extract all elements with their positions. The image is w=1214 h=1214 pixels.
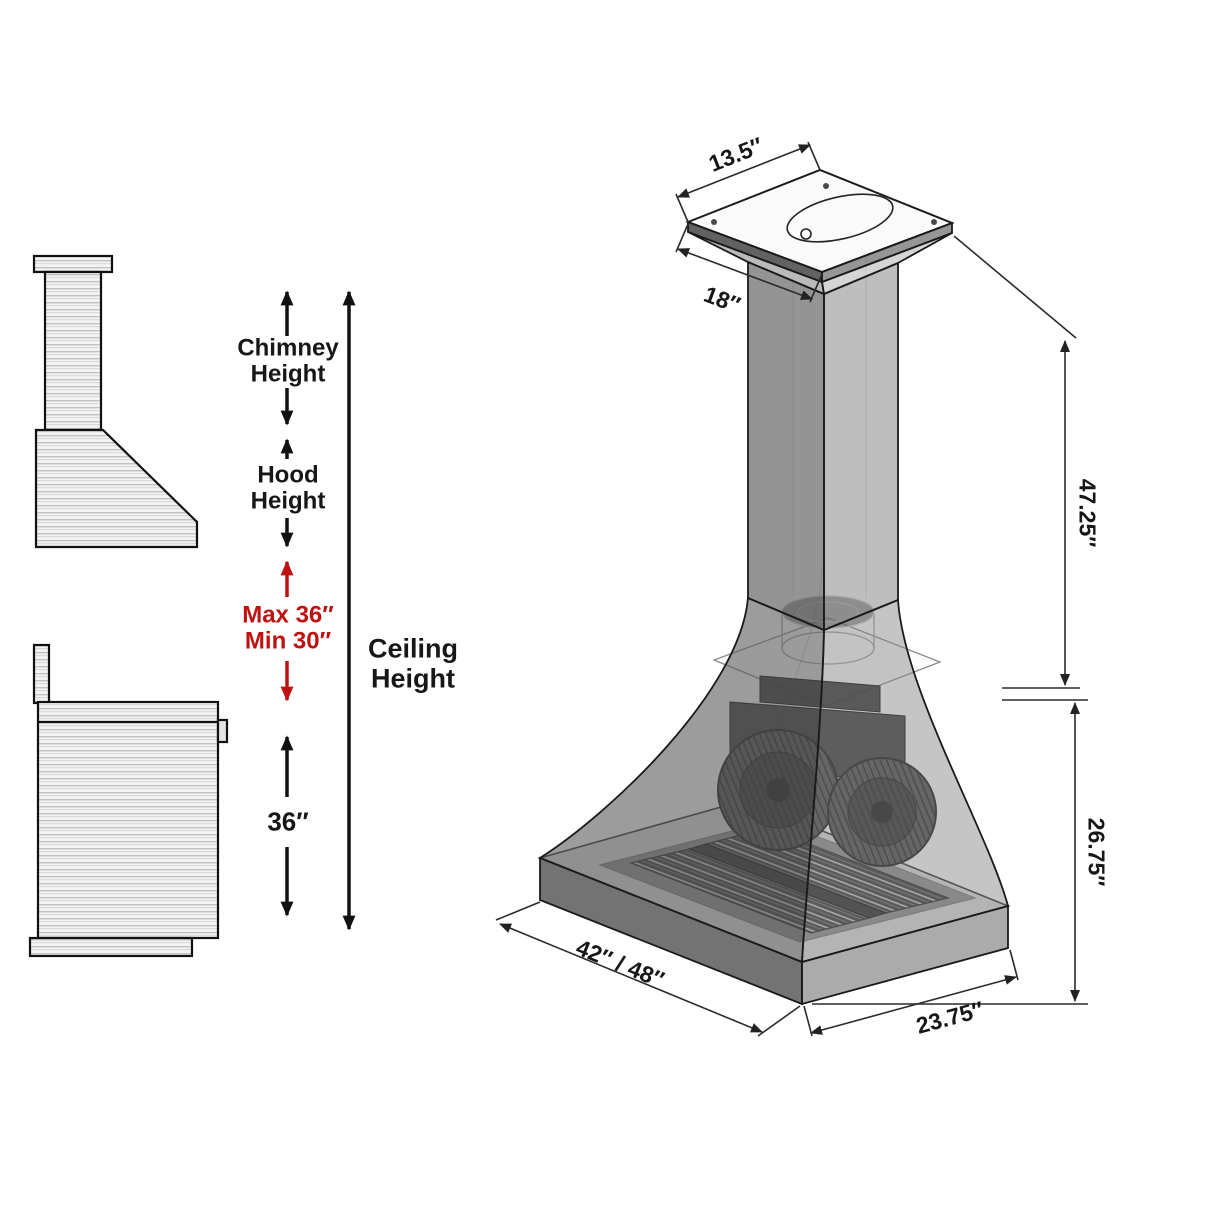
ceiling-plate-edge-right [821,221,953,284]
screw-hole [823,183,829,189]
ext-line [675,193,689,223]
range-backguard [32,643,51,705]
ext-line [807,141,821,171]
right-dimension-lines [495,141,1088,1037]
range-to-hood-label: 36″ [267,806,309,837]
ceiling-plate-top [685,168,955,274]
chimney-left-face [747,260,825,632]
dim-line-depth [810,975,1017,1035]
range-body [36,700,220,940]
ext-line [757,1005,801,1037]
mounting-range-label: Max 36″ Min 30″ [242,601,334,655]
ext-line [803,1005,813,1037]
ceiling-plate-vent-hole [786,193,894,243]
hood-3d-shell [538,168,1010,1006]
hood-chimney [43,270,103,432]
bell-right-face [801,598,1010,964]
vent-hole-ellipse [786,193,894,243]
chimney-height-label: Chimney Height [237,334,339,388]
screw-hole [931,219,937,225]
hood-body [34,428,199,549]
dim-line-width [499,923,763,1033]
dim-line-top-width [677,248,813,300]
ext-line [953,235,1077,339]
ext-line [1009,949,1019,981]
hood-chimney-cap [32,254,114,274]
dim-line-top-depth [677,144,811,198]
ceiling-plate-screw-holes [711,183,937,225]
side-view-range-illustration [28,643,229,958]
side-view-hood-illustration [32,254,199,549]
hood-body-height-label: 26.75″ [1083,817,1110,887]
hood-height-label: Hood Height [250,461,326,515]
ext-line [495,901,541,921]
blower-wheel-right-hub [871,801,893,823]
range-base [28,936,194,958]
ext-line [675,223,689,253]
chimney-right-face [823,261,899,632]
ceiling-height-label: Ceiling Height [367,633,458,693]
vent-hole-notch [800,228,812,240]
upper-section-height-label: 47.25″ [1074,478,1101,548]
screw-hole [711,219,717,225]
range-door-handle [216,718,229,744]
left-dimension-arrows [280,290,356,931]
